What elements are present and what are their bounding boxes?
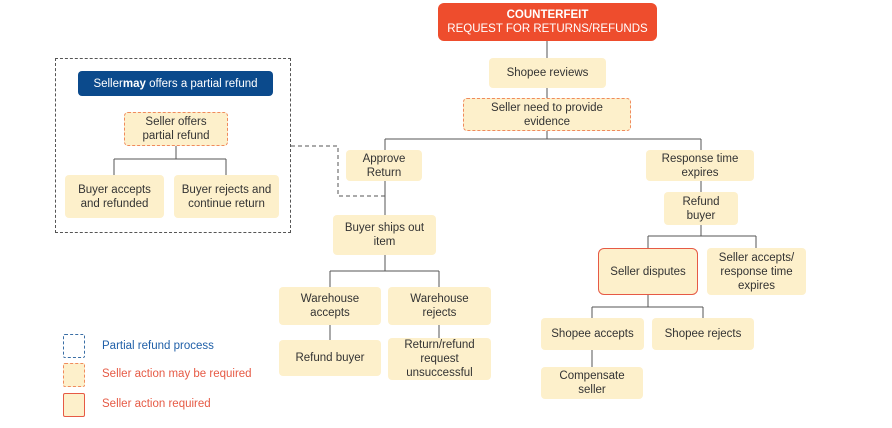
seller-disputes-node: Seller disputes bbox=[598, 248, 698, 295]
shopee-reviews-node: Shopee reviews bbox=[489, 58, 606, 88]
shopee-accepts-node: Shopee accepts bbox=[541, 318, 644, 350]
warehouse-rejects-node: Warehouse rejects bbox=[388, 287, 491, 325]
panel-title-start: Seller bbox=[93, 77, 123, 90]
approve-return-node: Approve Return bbox=[346, 150, 422, 181]
partial-refund-link bbox=[291, 145, 385, 197]
shopee-rejects-node: Shopee rejects bbox=[652, 318, 754, 350]
legend-partial-label: Partial refund process bbox=[102, 340, 214, 352]
counterfeit-header: COUNTERFEIT REQUEST FOR RETURNS/REFUNDS bbox=[438, 3, 657, 41]
legend-may-required-swatch bbox=[63, 363, 85, 387]
buyer-rejects-node: Buyer rejects and continue return bbox=[174, 175, 279, 218]
seller-evidence-node: Seller need to provide evidence bbox=[463, 98, 631, 131]
legend-partial-swatch bbox=[63, 334, 85, 358]
buyer-ships-node: Buyer ships out item bbox=[333, 215, 436, 255]
seller-may-offer-title: Seller may offers a partial refund bbox=[78, 71, 273, 96]
seller-accepts-expires-node: Seller accepts/ response time expires bbox=[707, 248, 806, 295]
legend-required-label: Seller action required bbox=[102, 398, 211, 410]
header-subtitle: REQUEST FOR RETURNS/REFUNDS bbox=[447, 23, 648, 35]
compensate-seller-node: Compensate seller bbox=[541, 367, 643, 399]
panel-title-bold: may bbox=[122, 77, 146, 90]
seller-offers-node: Seller offers partial refund bbox=[124, 112, 228, 146]
return-unsuccessful-node: Return/refund request unsuccessful bbox=[388, 338, 491, 380]
warehouse-accepts-node: Warehouse accepts bbox=[279, 287, 381, 325]
legend-required-swatch bbox=[63, 393, 85, 417]
header-title: COUNTERFEIT bbox=[506, 9, 589, 21]
legend-may-required-label: Seller action may be required bbox=[102, 368, 252, 380]
refund-buyer-right-node: Refund buyer bbox=[664, 192, 738, 225]
refund-buyer-node: Refund buyer bbox=[279, 340, 381, 376]
buyer-accepts-node: Buyer accepts and refunded bbox=[65, 175, 164, 218]
panel-title-end: offers a partial refund bbox=[145, 77, 258, 90]
response-expires-node: Response time expires bbox=[646, 150, 754, 181]
partial-refund-panel bbox=[55, 58, 291, 233]
